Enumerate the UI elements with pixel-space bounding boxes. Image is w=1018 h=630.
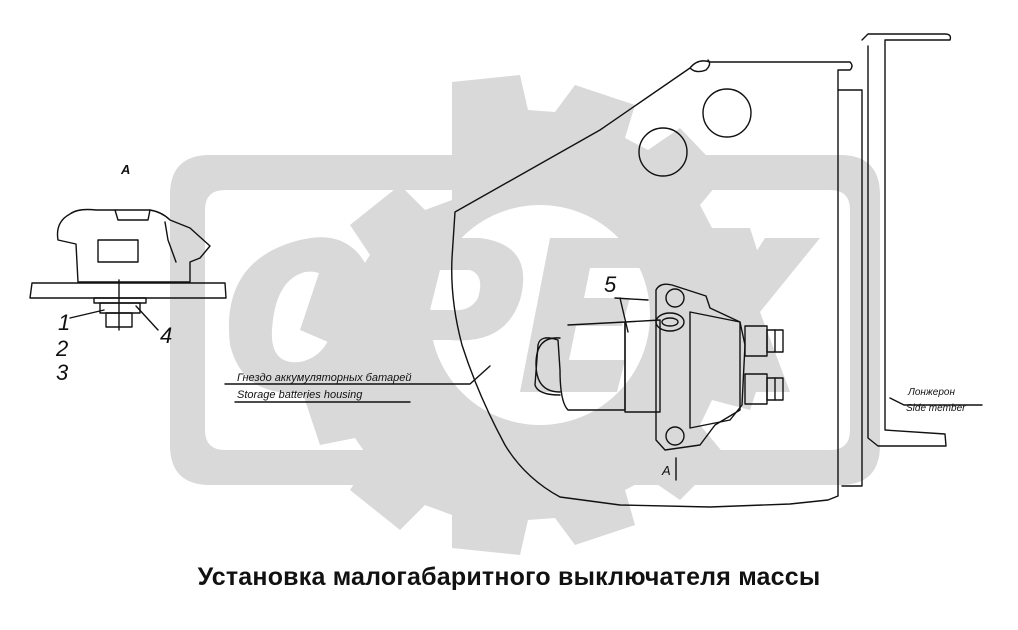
- view-a-label: A: [121, 162, 131, 177]
- drawing-lines: [29, 33, 983, 508]
- bracket-fold: [689, 59, 711, 73]
- view-a-arrow-label: A: [662, 463, 671, 478]
- switch-bolt-bottom: [665, 426, 685, 446]
- detail-nut: [99, 302, 141, 314]
- part-number-4: 4: [160, 323, 173, 348]
- mounting-hole-lower: [638, 127, 688, 177]
- detail-switch-top: [114, 209, 151, 221]
- switch-cap-tip: [535, 337, 561, 393]
- battery-housing-outline: [451, 60, 853, 508]
- watermark-letter-o: [228, 237, 377, 393]
- watermark-gear: [300, 75, 770, 555]
- callout-battery-housing-ru: Гнездо аккумуляторных батарей: [237, 372, 412, 384]
- callout-side-member-en: Side member: [906, 403, 966, 414]
- detail-washer: [93, 297, 147, 304]
- switch-knob: [655, 312, 685, 332]
- detail-switch-window: [97, 239, 139, 263]
- switch-body: [624, 319, 661, 413]
- leader-4: [135, 305, 159, 331]
- leader-battery-housing: [224, 365, 491, 385]
- watermark-frame: [170, 155, 880, 485]
- mounting-hole-upper: [702, 88, 752, 138]
- side-member-outline: [861, 33, 952, 447]
- watermark-letter-e: [520, 238, 650, 392]
- detail-switch-ridge: [164, 221, 177, 263]
- detail-mounting-plate: [29, 282, 227, 299]
- watermark-letter-x: [635, 238, 820, 392]
- switch-cap: [534, 321, 626, 411]
- part-number-5: 5: [604, 272, 617, 297]
- callout-battery-housing-en: Storage batteries housing: [237, 389, 363, 401]
- part-number-3: 3: [56, 360, 69, 385]
- leader-5-angled: [619, 297, 629, 333]
- leader-1: [69, 309, 105, 319]
- switch-flange: [655, 283, 741, 451]
- detail-switch-body: [56, 208, 211, 283]
- leader-side-member: [889, 397, 983, 406]
- switch-housing: [689, 311, 746, 429]
- bracket-edge: [837, 89, 863, 487]
- diagram-caption: Установка малогабаритного выключателя ма…: [197, 563, 821, 591]
- watermark-letter-p: [365, 238, 524, 392]
- switch-knob-inner: [661, 317, 679, 327]
- detail-view-a: [29, 208, 227, 331]
- part-number-2: 2: [56, 336, 69, 361]
- watermark-logo: [170, 75, 880, 555]
- switch-bolt-top: [665, 288, 685, 308]
- mass-switch: [534, 283, 784, 451]
- callout-side-member-ru: Лонжерон: [908, 387, 955, 398]
- part-number-1: 1: [58, 310, 71, 335]
